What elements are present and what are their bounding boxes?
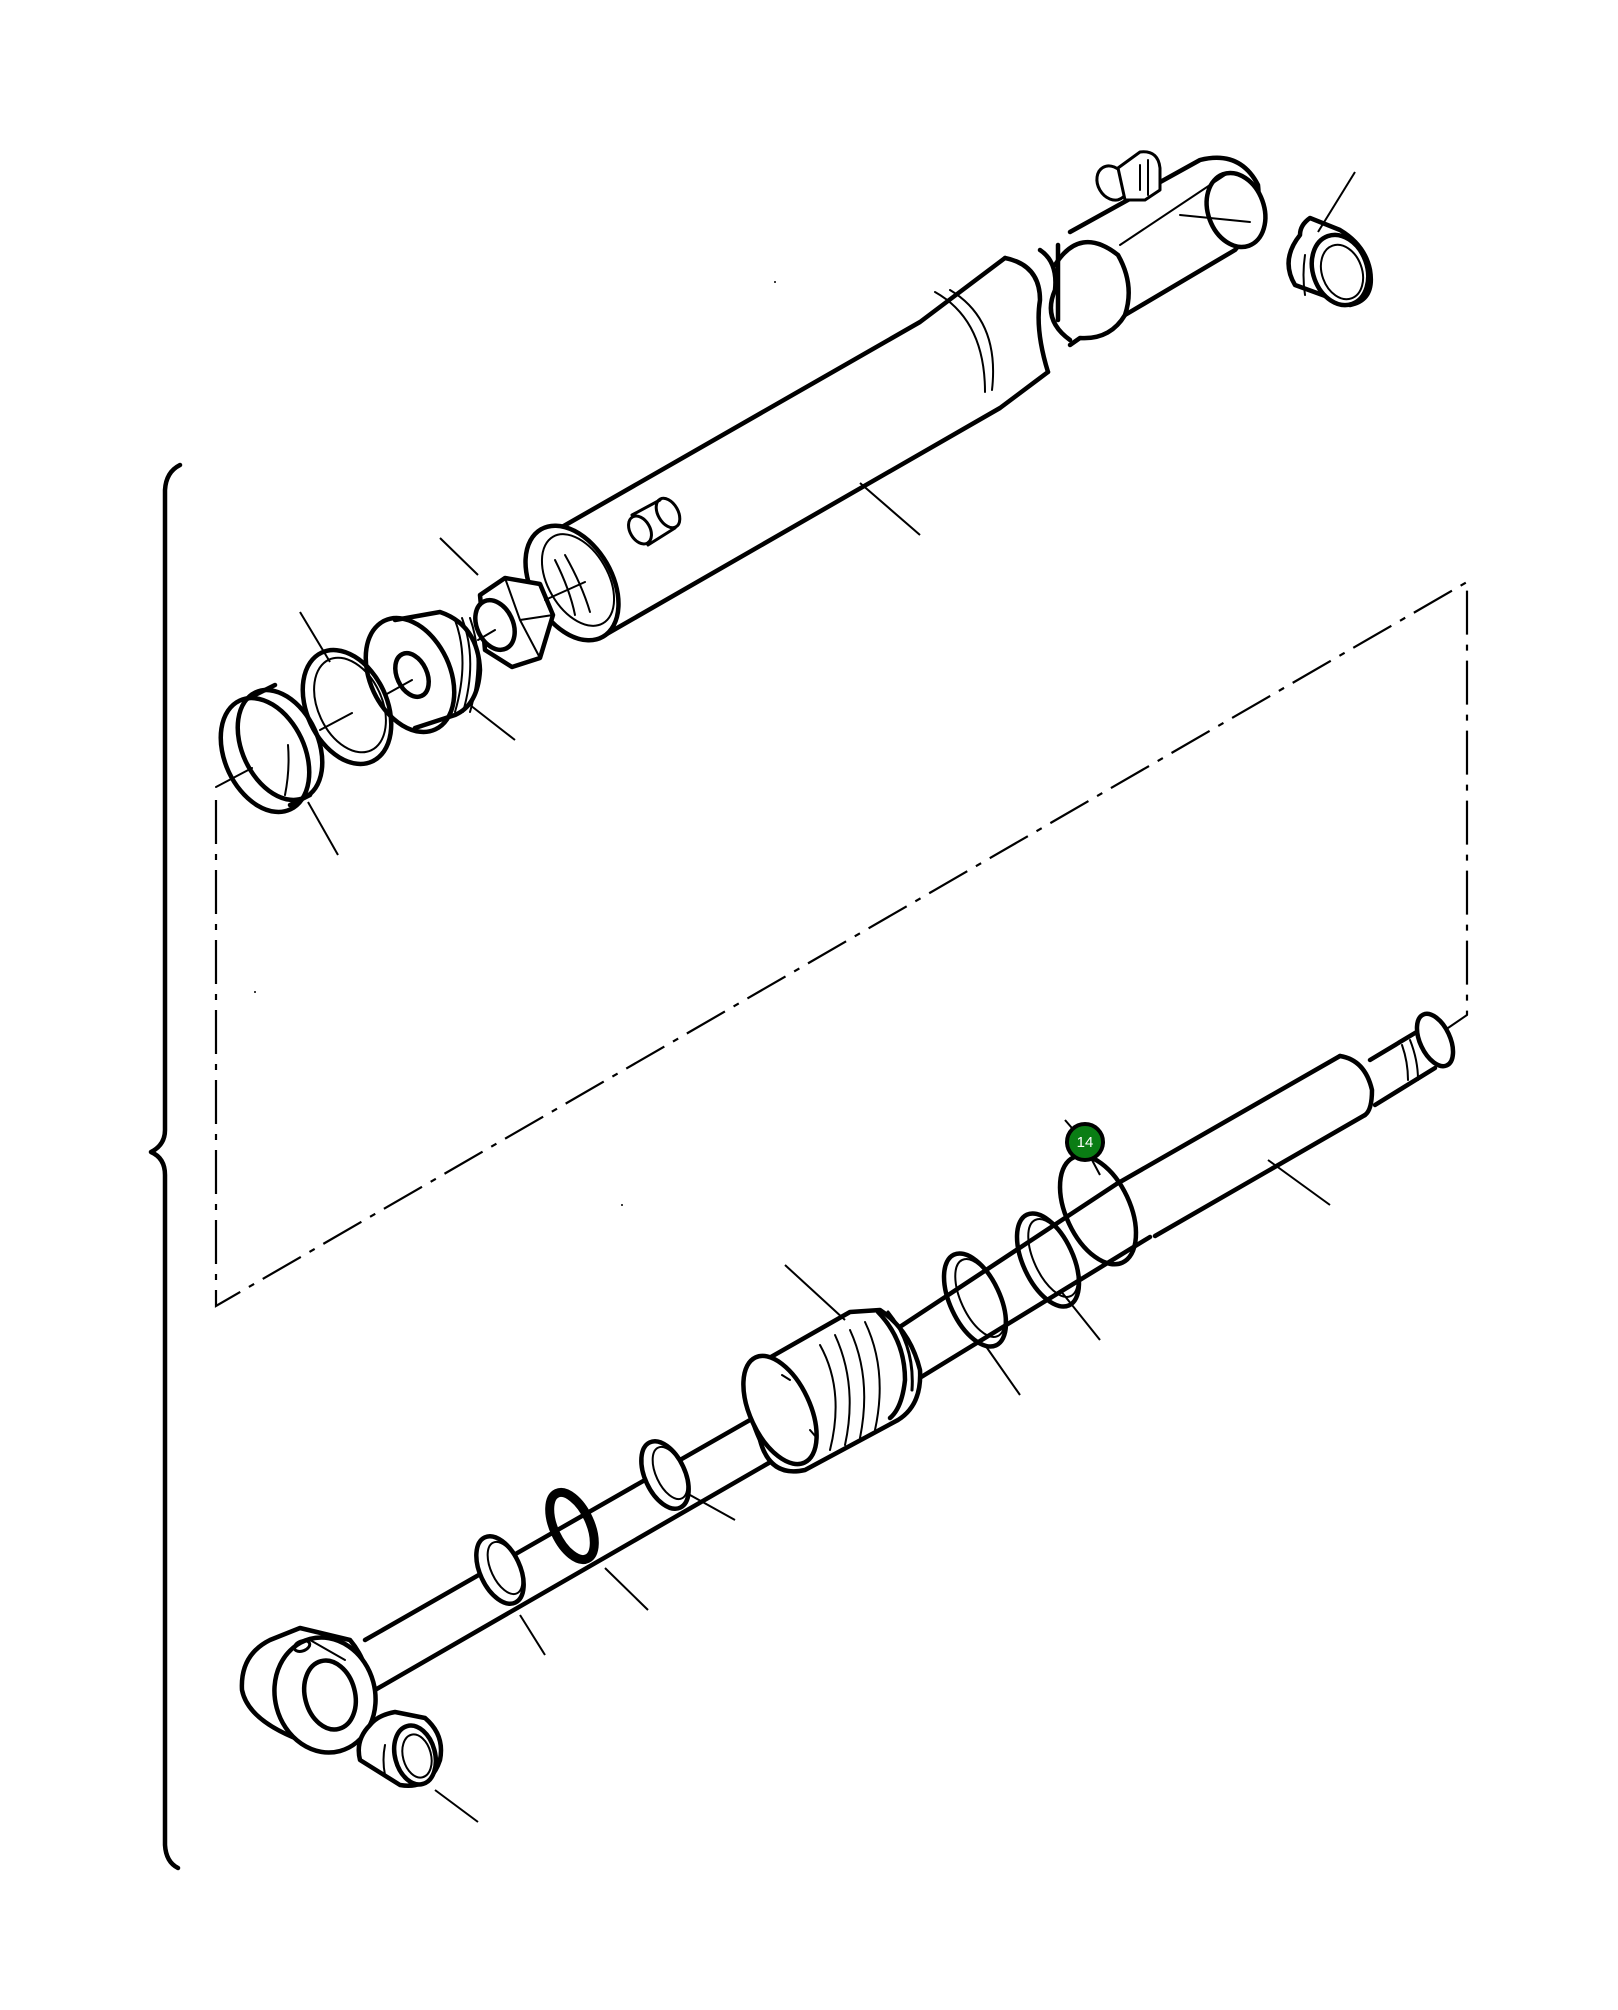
wiper-ring: [218, 682, 325, 815]
piston-wear-rings: [474, 1439, 691, 1606]
leader-lines: [299, 171, 1356, 1823]
piston-rod: [362, 1011, 1456, 1693]
grease-fitting: [1095, 150, 1162, 202]
stray-marks: [254, 281, 776, 1206]
rod-eye: [239, 1625, 378, 1755]
barrel-tube: [523, 247, 1073, 643]
barrel-clevis-end: [1052, 155, 1268, 348]
upper-axis-lines: [215, 581, 586, 788]
rod-eye-bushing: [356, 1709, 444, 1788]
callout-label: 14: [1076, 1133, 1094, 1151]
lock-nut: [473, 575, 556, 670]
piston-seals: [941, 1211, 1082, 1349]
assembly-bracket: [148, 462, 183, 1871]
barrel-end-bushing: [1286, 215, 1374, 308]
rod-seal-o-ring: [1057, 1153, 1139, 1267]
part-callout-14[interactable]: 14: [1065, 1122, 1105, 1162]
assembly-dash-lines: [214, 580, 1469, 1308]
piston: [741, 1307, 923, 1474]
barrel-port-fitting: [627, 496, 682, 547]
